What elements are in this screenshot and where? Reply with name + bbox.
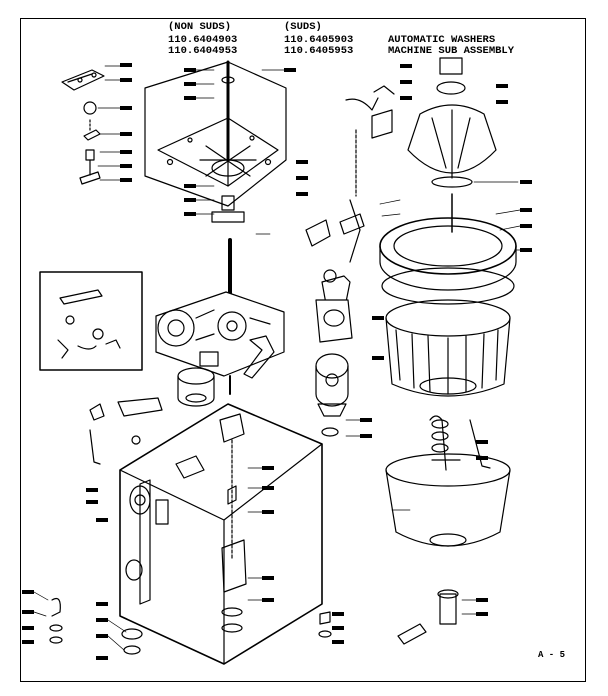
bracket-parts-cluster [61, 69, 105, 185]
suds-model-a: 110.6405903 [284, 34, 354, 46]
clutch-assembly [177, 367, 215, 407]
tub-seal-parts [431, 419, 461, 461]
cabinet-base-frame [119, 403, 323, 665]
leader-lines [97, 65, 285, 235]
non-suds-model-a: 110.6404903 [168, 34, 238, 46]
diagram-border [20, 18, 586, 682]
agitator-shaft-plate [144, 60, 287, 223]
pump-and-motor [315, 269, 353, 437]
diagram-title-line2: MACHINE SUB ASSEMBLY [388, 45, 515, 57]
part-callout-marks [22, 63, 532, 660]
non-suds-heading: (NON SUDS) [168, 21, 232, 33]
page-number: A - 5 [538, 650, 566, 660]
non-suds-model-b: 110.6404953 [168, 45, 238, 57]
suds-heading: (SUDS) [284, 21, 322, 33]
suds-model-b: 110.6405953 [284, 45, 354, 57]
spin-basket [385, 299, 511, 397]
leveling-feet [318, 611, 332, 638]
agitator [407, 57, 497, 233]
transmission-gearcase [155, 238, 285, 395]
tub-ring-and-cover [379, 217, 517, 305]
drain-hose-and-coupling [397, 589, 459, 645]
cabinet-small-parts [49, 397, 163, 655]
hoses-and-brackets [305, 85, 395, 263]
leader-lines-lower [33, 181, 521, 651]
diagram-title-line1: AUTOMATIC WASHERS [388, 34, 496, 46]
drive-belt [243, 335, 275, 379]
inset-parts-box [39, 271, 143, 371]
